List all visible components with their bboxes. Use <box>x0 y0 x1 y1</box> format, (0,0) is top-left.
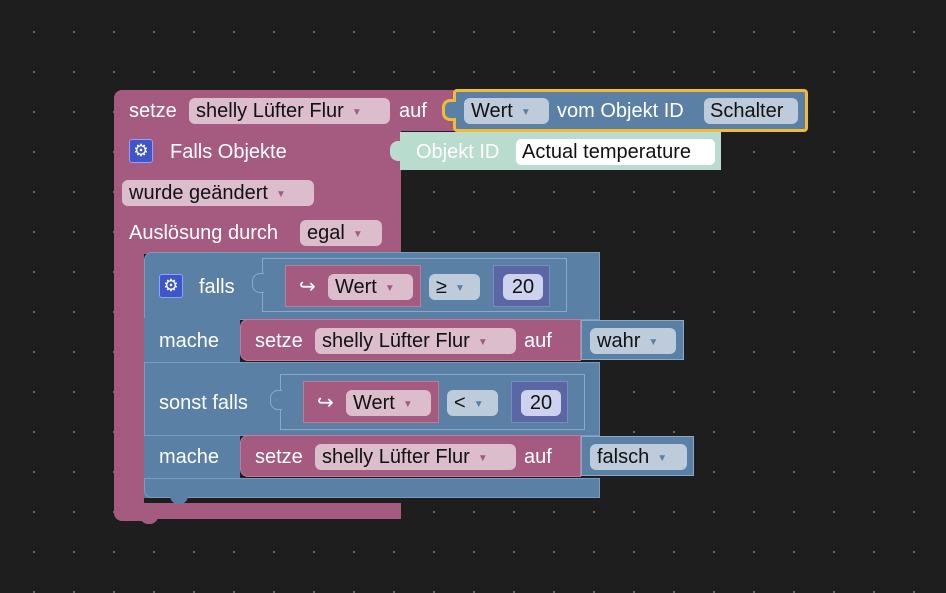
cond2-var-dropdown[interactable]: Wert▼ <box>346 390 431 416</box>
object-id-output-tab <box>390 141 402 161</box>
trigger-by-dropdown-label: egal <box>307 222 345 244</box>
number-input-2[interactable]: 20 <box>521 390 561 416</box>
gear-icon[interactable]: ⚙ <box>159 274 183 298</box>
condition-dropdown-label: wurde geändert <box>129 182 268 204</box>
triangle-down-icon: ▼ <box>351 107 362 118</box>
do-label: mache <box>159 330 220 352</box>
set1-auf-label: auf <box>524 330 552 352</box>
trigger-title: Falls Objekte <box>170 141 287 163</box>
elseif-label: sonst falls <box>159 392 248 414</box>
setze-label: setze <box>129 100 177 122</box>
object-id-input[interactable]: Actual temperature <box>516 139 715 165</box>
from-object-label: vom Objekt ID <box>557 100 684 122</box>
trigger-by-label: Auslösung durch <box>129 222 278 244</box>
triangle-down-icon: ▼ <box>520 107 531 118</box>
return-arrow-icon: ↪ <box>317 392 334 414</box>
value-selector-label: Wert <box>471 100 513 122</box>
triangle-down-icon: ▼ <box>352 229 363 240</box>
cond1-var-dropdown[interactable]: Wert▼ <box>328 274 413 300</box>
variable-dropdown[interactable]: shelly Lüfter Flur ▼ <box>189 98 390 124</box>
trigger-by-dropdown[interactable]: egal ▼ <box>300 220 382 246</box>
compare-1-tab <box>252 273 264 293</box>
gear-icon[interactable]: ⚙ <box>129 139 153 163</box>
condition-dropdown[interactable]: wurde geändert ▼ <box>122 180 314 206</box>
if-block-notch <box>170 496 188 504</box>
boolean-false-dropdown[interactable]: falsch▼ <box>590 444 687 470</box>
triangle-down-icon: ▼ <box>454 283 465 294</box>
compare-2-tab <box>270 390 282 410</box>
set1-variable-dropdown[interactable]: shelly Lüfter Flur▼ <box>315 328 516 354</box>
auf-label: auf <box>399 100 427 122</box>
triangle-down-icon: ▼ <box>657 453 668 464</box>
boolean-true-dropdown[interactable]: wahr▼ <box>590 328 676 354</box>
value-block-output-tab <box>442 99 456 121</box>
number-input-1[interactable]: 20 <box>503 274 543 300</box>
triangle-down-icon: ▼ <box>473 399 484 410</box>
set1-setze-label: setze <box>255 330 303 352</box>
variable-dropdown-label: shelly Lüfter Flur <box>196 100 344 122</box>
do2-label: mache <box>159 446 220 468</box>
set2-auf-label: auf <box>524 446 552 468</box>
cond2-operator-dropdown[interactable]: <▼ <box>447 390 498 416</box>
return-arrow-icon: ↪ <box>299 276 316 298</box>
triangle-down-icon: ▼ <box>402 399 413 410</box>
triangle-down-icon: ▼ <box>275 189 286 200</box>
set2-setze-label: setze <box>255 446 303 468</box>
if-block-bottom <box>144 478 600 498</box>
set-variable-block-bottom <box>114 503 401 519</box>
set2-variable-dropdown[interactable]: shelly Lüfter Flur▼ <box>315 444 516 470</box>
triangle-down-icon: ▼ <box>648 337 659 348</box>
triangle-down-icon: ▼ <box>477 337 488 348</box>
block-bottom-notch <box>140 516 158 524</box>
object-id-field[interactable]: Schalter <box>704 98 798 124</box>
value-selector-dropdown[interactable]: Wert ▼ <box>464 98 549 124</box>
triangle-down-icon: ▼ <box>477 453 488 464</box>
cond1-operator-dropdown[interactable]: ≥▼ <box>429 274 480 300</box>
object-id-label: Objekt ID <box>416 141 500 163</box>
if-label: falls <box>199 276 235 298</box>
triangle-down-icon: ▼ <box>384 283 395 294</box>
